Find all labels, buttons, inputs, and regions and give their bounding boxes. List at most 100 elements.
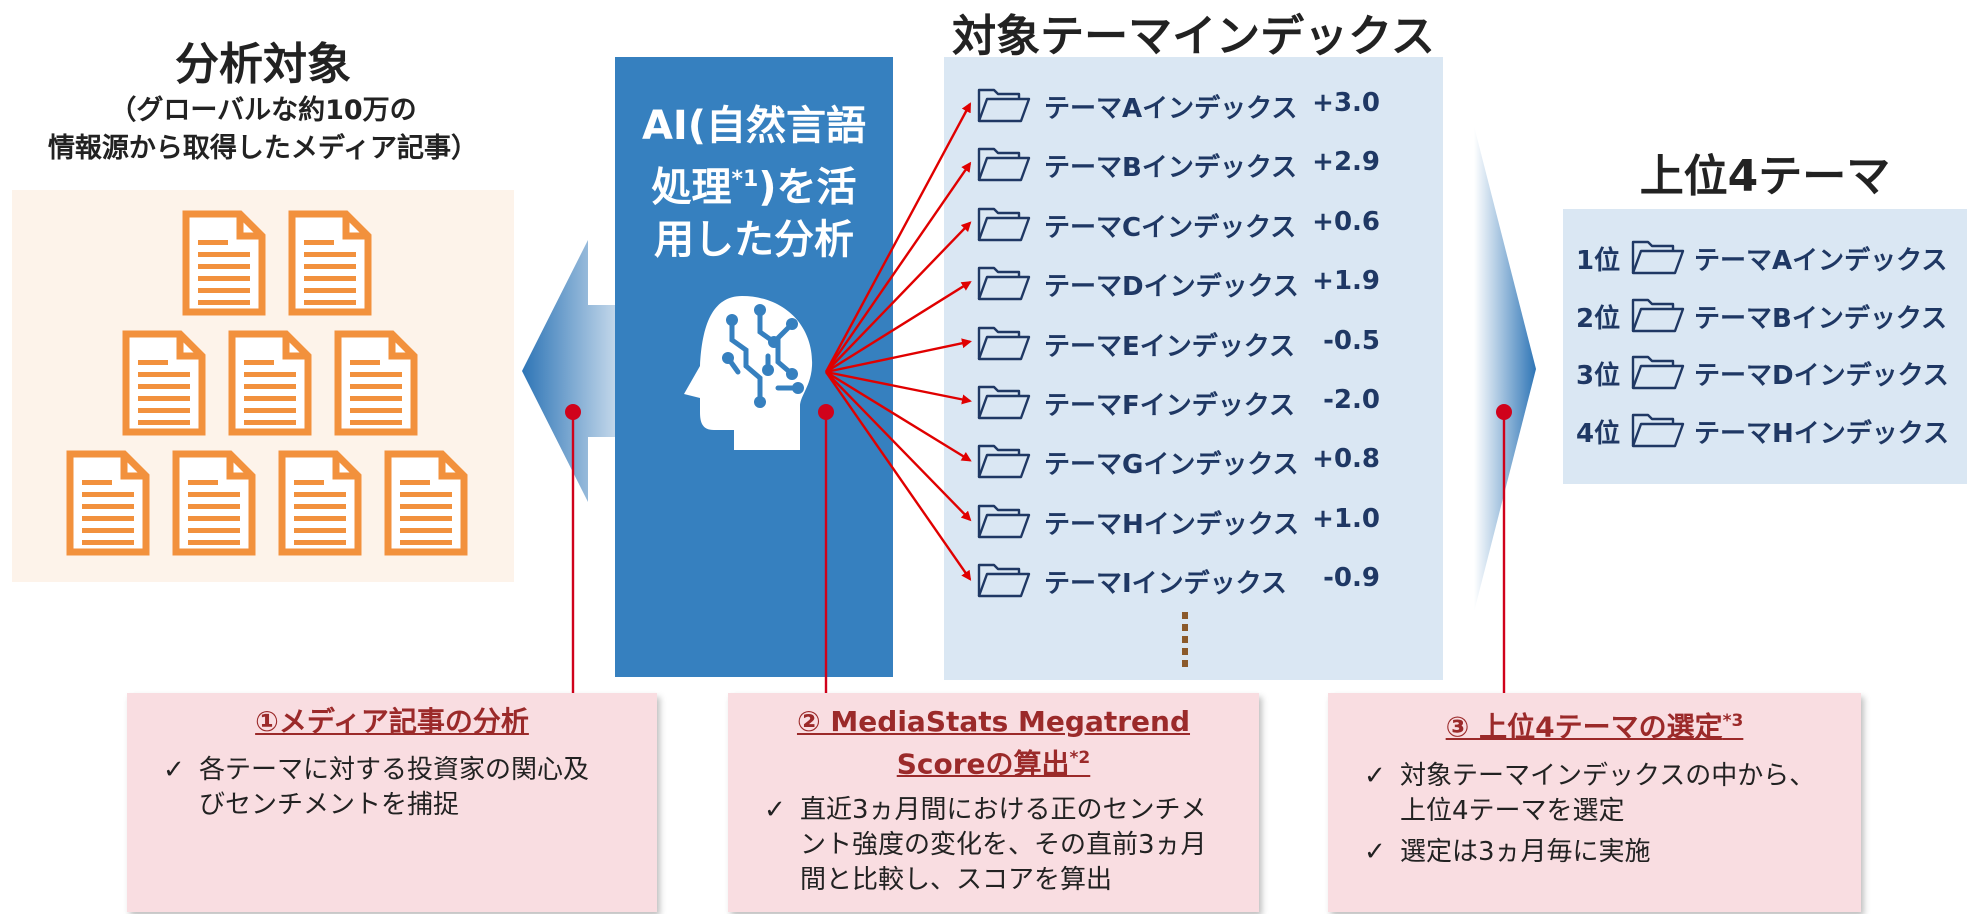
analysis-subtitle-line1: （グローバルな約10万の xyxy=(109,95,417,126)
fan-arrow xyxy=(825,370,972,462)
theme-row: テーマHインデックス +1.0 xyxy=(976,498,1416,542)
top4-row: 1位 テーマAインデックス xyxy=(1576,234,1960,278)
analysis-subtitle: （グローバルな約10万の 情報源から取得したメディア記事） xyxy=(12,92,514,168)
ai-label-line3: 用した分析 xyxy=(654,217,854,264)
note-bullet: ✓ 対象テーマインデックスの中から、 上位4テーマを選定 xyxy=(1364,759,1844,831)
top4-theme-name: テーマAインデックス xyxy=(1694,246,1948,276)
note-line: 選定は3ヵ月毎に実施 xyxy=(1400,837,1651,867)
note-line: ント強度の変化を、その直前3ヵ月 xyxy=(800,830,1207,860)
top4-row: 3位 テーマDインデックス xyxy=(1576,349,1960,393)
theme-name: テーマHインデックス xyxy=(1044,509,1299,540)
note-bullet: ✓ 直近3ヵ月間における正のセンチメ ント強度の変化を、その直前3ヵ月 間と比較… xyxy=(764,793,1244,903)
fan-arrow xyxy=(825,370,972,405)
note-line: 対象テーマインデックスの中から、 xyxy=(1400,761,1816,791)
check-icon: ✓ xyxy=(764,795,786,825)
note-line: 上位4テーマを選定 xyxy=(1400,796,1625,826)
analysis-title: 分析対象 xyxy=(175,39,351,90)
rank-label: 2位 xyxy=(1576,303,1621,334)
ai-label-line2-pre: 処理 xyxy=(651,164,732,211)
theme-name: テーマAインデックス xyxy=(1044,94,1298,124)
note-text: 直近3ヵ月間における正のセンチメ ント強度の変化を、その直前3ヵ月 間と比較し、… xyxy=(800,793,1207,898)
note-title-text: Scoreの算出 xyxy=(896,747,1070,781)
theme-score: +0.8 xyxy=(1312,444,1380,475)
note-media-analysis: ①メディア記事の分析 ✓ 各テーマに対する投資家の関心及 びセンチメントを捕捉 xyxy=(127,693,657,912)
top4-theme-name: テーマBインデックス xyxy=(1694,303,1948,334)
theme-score: +1.9 xyxy=(1312,266,1380,297)
fan-arrow xyxy=(824,102,972,373)
theme-score: +3.0 xyxy=(1312,88,1380,118)
check-icon: ✓ xyxy=(1364,761,1386,791)
top4-row: 4位 テーマHインデックス xyxy=(1576,407,1960,451)
theme-score: -0.9 xyxy=(1323,563,1380,594)
note-title: ①メディア記事の分析 xyxy=(255,705,529,738)
note-line: 直近3ヵ月間における正のセンチメ xyxy=(800,795,1207,825)
theme-score: +0.6 xyxy=(1312,206,1380,237)
theme-row: テーマEインデックス -0.5 xyxy=(976,320,1416,364)
connector-dot xyxy=(565,404,581,420)
top4-theme-name: テーマHインデックス xyxy=(1694,418,1949,449)
rank-label: 3位 xyxy=(1576,361,1621,391)
fan-arrow xyxy=(825,281,972,374)
theme-score: +1.0 xyxy=(1312,503,1380,534)
note-title-line2: Scoreの算出*2 xyxy=(728,740,1259,782)
fan-arrow xyxy=(825,221,972,373)
ai-label-line1: AI(自然言語 xyxy=(641,103,867,149)
theme-name: テーマIインデックス xyxy=(1044,569,1287,600)
media-articles-panel xyxy=(12,190,514,582)
connector-dot xyxy=(818,404,834,420)
note-bullet: ✓ 各テーマに対する投資家の関心及 びセンチメントを捕捉 xyxy=(163,753,643,833)
right-flow-arrow xyxy=(1474,126,1536,612)
theme-name: テーマEインデックス xyxy=(1044,331,1295,362)
check-icon: ✓ xyxy=(1364,837,1386,867)
note-text: 各テーマに対する投資家の関心及 びセンチメントを捕捉 xyxy=(199,753,589,823)
note-title: ③ 上位4テーマの選定*3 xyxy=(1328,703,1861,745)
note-title-text: ③ 上位4テーマの選定 xyxy=(1445,710,1723,744)
theme-name: テーマDインデックス xyxy=(1044,272,1299,303)
analysis-subtitle-line2: 情報源から取得したメディア記事） xyxy=(47,133,479,164)
theme-name: テーマFインデックス xyxy=(1044,391,1295,421)
theme-score: -2.0 xyxy=(1323,385,1380,415)
connector-dot xyxy=(1496,404,1512,420)
theme-name: テーマGインデックス xyxy=(1044,450,1299,481)
top4-theme-name: テーマDインデックス xyxy=(1694,361,1949,391)
ai-label-line2-post: )を活 xyxy=(758,164,857,211)
footnote-2: *2 xyxy=(1069,748,1091,768)
theme-row: テーマGインデックス +0.8 xyxy=(976,438,1416,482)
ai-label-line2: 処理*1)を活 xyxy=(615,153,893,214)
note-top4-selection: ③ 上位4テーマの選定*3 ✓ 対象テーマインデックスの中から、 上位4テーマを… xyxy=(1328,693,1861,912)
note-line: 各テーマに対する投資家の関心及 xyxy=(199,755,590,785)
fan-arrow xyxy=(825,338,972,374)
brain-head-icon xyxy=(684,296,813,450)
themes-title: 対象テーマインデックス xyxy=(952,11,1435,62)
theme-row: テーマCインデックス+0.6 xyxy=(976,201,1416,245)
top4-row: 2位 テーマBインデックス xyxy=(1576,292,1960,336)
theme-row: テーマFインデックス -2.0 xyxy=(976,379,1416,423)
theme-row: テーマDインデックス +1.9 xyxy=(976,260,1416,304)
ai-analysis-label: AI(自然言語 処理*1)を活 用した分析 xyxy=(615,100,893,267)
rank-label: 4位 xyxy=(1576,418,1621,449)
top4-title: 上位4テーマ xyxy=(1639,151,1891,202)
top4-panel xyxy=(1563,209,1967,484)
note-megatrend-score: ② MediaStats Megatrend Scoreの算出*2 ✓ 直近3ヵ… xyxy=(728,693,1259,912)
note-line: びセンチメントを捕捉 xyxy=(199,790,460,820)
theme-row: テーマBインデックス +2.9 xyxy=(976,141,1416,185)
fan-arrow xyxy=(825,371,972,522)
note-bullet: ✓ 選定は3ヵ月毎に実施 xyxy=(1364,835,1844,873)
theme-score: +2.9 xyxy=(1312,147,1380,178)
footnote-1: *1 xyxy=(731,167,759,192)
theme-name: テーマBインデックス xyxy=(1044,153,1298,184)
check-icon: ✓ xyxy=(163,755,185,785)
more-items-dots xyxy=(1182,612,1188,668)
note-title-line1: ② MediaStats Megatrend xyxy=(796,705,1191,738)
fan-arrow xyxy=(825,161,972,373)
theme-score: -0.5 xyxy=(1323,325,1380,356)
fan-arrow xyxy=(825,371,972,581)
note-text: 対象テーマインデックスの中から、 上位4テーマを選定 xyxy=(1400,759,1815,829)
rank-label: 1位 xyxy=(1576,246,1621,276)
note-text: 選定は3ヵ月毎に実施 xyxy=(1400,835,1651,870)
footnote-3: *3 xyxy=(1722,711,1744,731)
note-line: 間と比較し、スコアを算出 xyxy=(800,865,1113,895)
theme-row: テーマAインデックス +3.0 xyxy=(976,82,1416,126)
